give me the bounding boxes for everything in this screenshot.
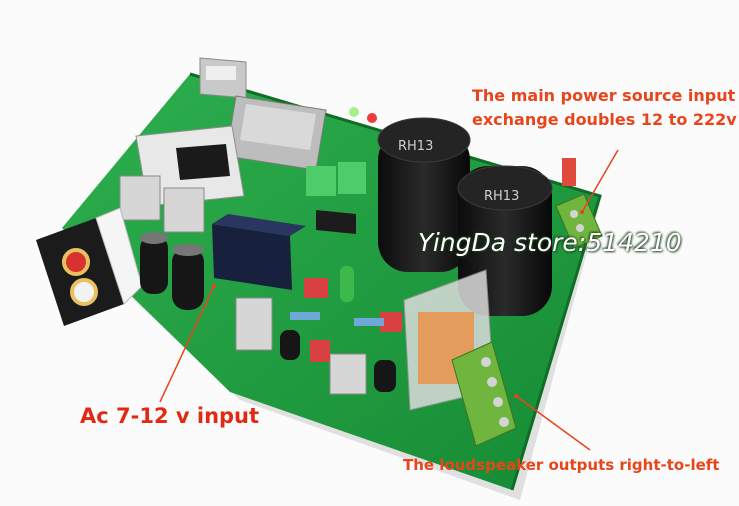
speaker-terminal-block [451,341,517,447]
speaker-callout-line [515,395,591,451]
ac-callout-line [159,285,215,403]
lower-components [235,266,402,395]
regulator-heatsink-2 [163,187,205,233]
led-red [367,113,377,123]
capacitor-label-2: RH13 [484,189,519,204]
power-callout-line2: exchange doubles 12 to 222v [472,110,737,129]
power-switch [562,158,576,186]
ic-chip [316,210,356,234]
usb-connector [199,57,247,99]
capacitor-label-1: RH13 [398,139,433,154]
relay [212,214,306,290]
film-capacitor-2 [338,162,366,194]
power-terminal-block [555,193,603,249]
film-capacitor-1 [306,166,336,196]
store-watermark: YingDa store:514210 [418,228,682,257]
filter-capacitor-1: RH13 [377,117,471,272]
ac-input-callout: Ac 7-12 v input [80,404,260,428]
speaker-output-callout: The loudspeaker outputs right-to-left [403,456,720,474]
bluetooth-module [135,125,245,207]
power-callout-line1: The main power source input [472,86,736,105]
power-input-callout: The main power source input exchange dou… [472,84,737,132]
electrolytic-capacitors-left [140,232,204,310]
rca-input-jacks [36,207,143,326]
regulator-heatsink-1 [119,175,161,221]
led-green [349,107,359,117]
power-callout-line [581,149,619,213]
